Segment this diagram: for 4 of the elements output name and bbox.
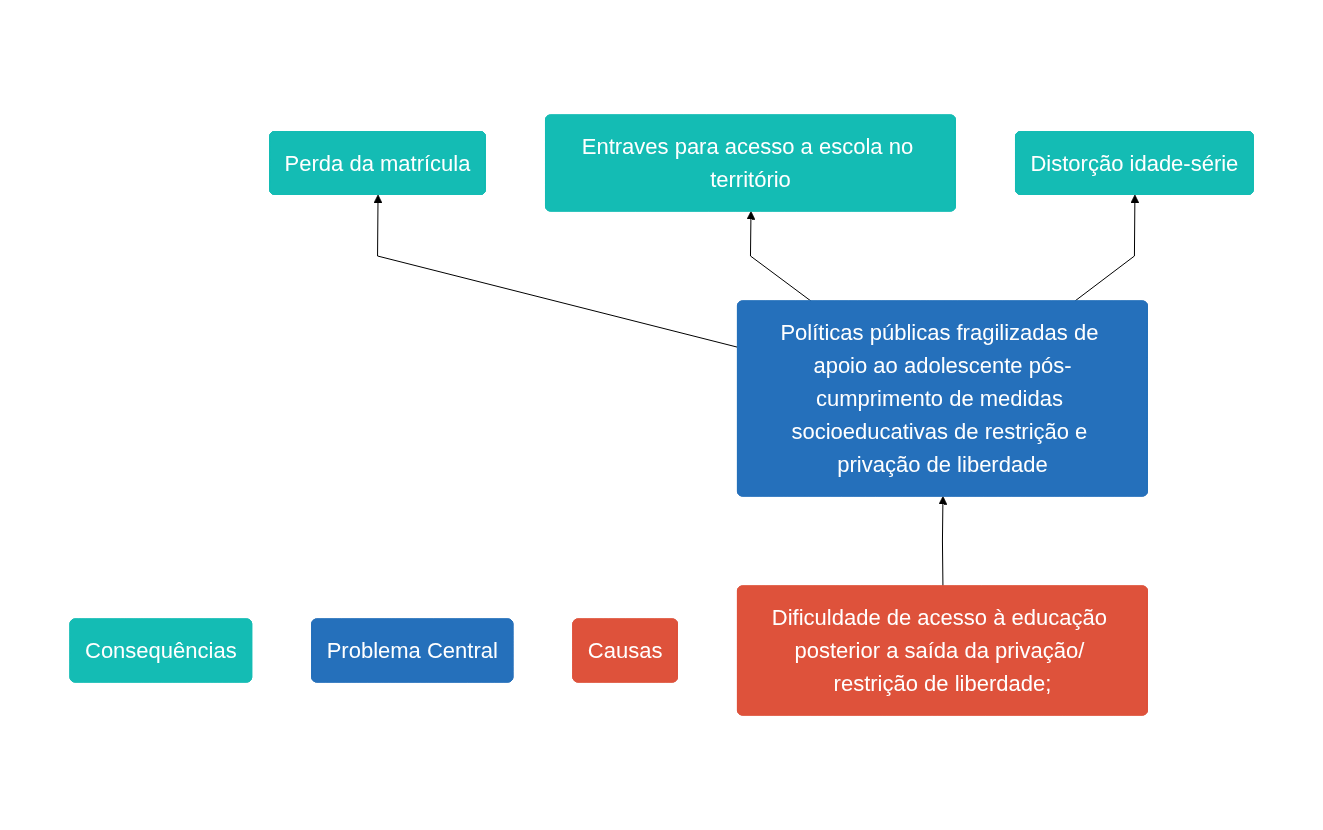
arrow [373, 194, 739, 348]
arrow [1073, 194, 1140, 302]
arrow [938, 496, 948, 587]
arrow [746, 211, 812, 302]
